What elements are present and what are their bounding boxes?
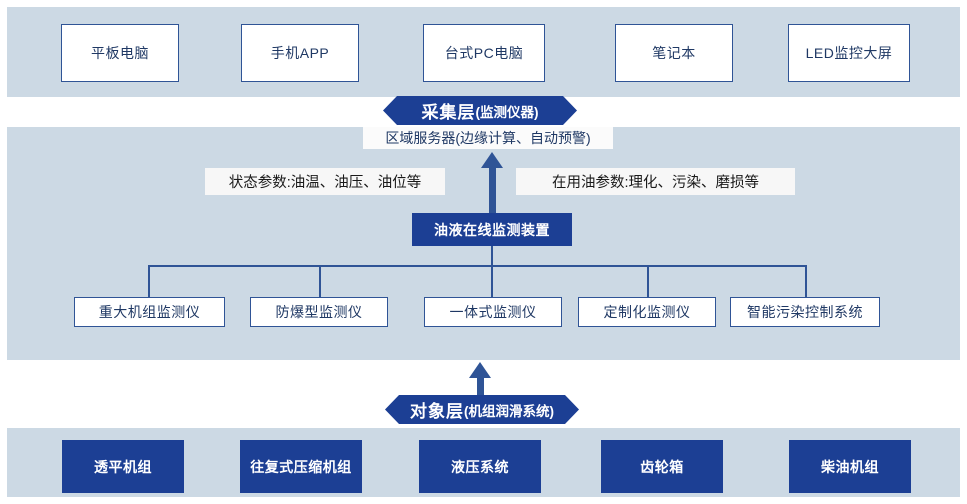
monitor-label: 防爆型监测仪 <box>275 304 363 320</box>
terminal-box-tablet[interactable]: 平板电脑 <box>61 24 179 82</box>
parameter-label-status: 状态参数:油温、油压、油位等 <box>205 168 445 195</box>
terminal-label: 台式PC电脑 <box>444 45 524 61</box>
monitor-box-smart-contamination-control[interactable]: 智能污染控制系统 <box>730 297 880 327</box>
object-label: 齿轮箱 <box>640 458 684 475</box>
terminal-label: 平板电脑 <box>91 45 149 61</box>
monitor-label: 一体式监测仪 <box>449 304 537 320</box>
terminal-label: LED监控大屏 <box>805 45 893 61</box>
terminal-box-led-screen[interactable]: LED监控大屏 <box>788 24 910 82</box>
monitor-label: 智能污染控制系统 <box>747 304 863 320</box>
banner-collection-subtitle: (监测仪器) <box>475 104 539 120</box>
parameter-inservice-text: 在用油参数:理化、污染、磨损等 <box>551 175 760 191</box>
device-box-oil-online-monitor[interactable]: 油液在线监测装置 <box>412 213 572 246</box>
connector-drop-1 <box>148 265 150 298</box>
arrow-shaft-object-to-collection <box>476 378 484 403</box>
object-label: 柴油机组 <box>821 458 879 475</box>
monitor-label: 重大机组监测仪 <box>98 304 201 320</box>
terminal-box-mobile-app[interactable]: 手机APP <box>241 24 359 82</box>
arrow-head-device-to-server <box>481 152 503 168</box>
terminal-label: 笔记本 <box>652 45 696 61</box>
banner-collection-layer: 采集层(监测仪器) <box>383 96 577 125</box>
object-label: 透平机组 <box>94 458 152 475</box>
banner-collection-title: 采集层 <box>421 103 476 122</box>
monitor-box-customized[interactable]: 定制化监测仪 <box>578 297 716 327</box>
object-box-diesel-unit[interactable]: 柴油机组 <box>789 440 911 493</box>
connector-device-stem <box>491 246 493 266</box>
monitor-box-major-unit[interactable]: 重大机组监测仪 <box>74 297 225 327</box>
object-box-turbine-unit[interactable]: 透平机组 <box>62 440 184 493</box>
monitor-label: 定制化监测仪 <box>603 304 691 320</box>
terminal-box-notebook[interactable]: 笔记本 <box>615 24 733 82</box>
monitor-box-integrated[interactable]: 一体式监测仪 <box>424 297 562 327</box>
object-label: 往复式压缩机组 <box>250 458 352 475</box>
object-box-hydraulic-system[interactable]: 液压系统 <box>419 440 541 493</box>
object-box-reciprocating-compressor[interactable]: 往复式压缩机组 <box>240 440 362 493</box>
parameter-status-text: 状态参数:油温、油压、油位等 <box>228 175 422 191</box>
banner-object-title: 对象层 <box>410 402 464 421</box>
region-server-label: 区域服务器(边缘计算、自动预警) <box>363 127 613 149</box>
parameter-label-inservice-oil: 在用油参数:理化、污染、磨损等 <box>516 168 795 195</box>
device-label: 油液在线监测装置 <box>434 221 550 238</box>
monitor-box-explosion-proof[interactable]: 防爆型监测仪 <box>250 297 388 327</box>
object-box-gearbox[interactable]: 齿轮箱 <box>601 440 723 493</box>
connector-drop-5 <box>805 265 807 298</box>
banner-object-layer: 对象层 (机组润滑系统) <box>385 395 579 424</box>
terminal-label: 手机APP <box>270 45 330 61</box>
connector-drop-3 <box>491 265 493 298</box>
arrow-head-object-to-collection <box>469 362 491 378</box>
terminal-box-desktop-pc[interactable]: 台式PC电脑 <box>423 24 545 82</box>
connector-drop-4 <box>647 265 649 298</box>
region-server-text: 区域服务器(边缘计算、自动预警) <box>385 130 591 146</box>
connector-monitor-bus <box>148 265 806 267</box>
object-label: 液压系统 <box>451 458 509 475</box>
arrow-shaft-device-to-server <box>488 168 496 214</box>
connector-drop-2 <box>319 265 321 298</box>
banner-object-subtitle: (机组润滑系统) <box>464 403 554 419</box>
